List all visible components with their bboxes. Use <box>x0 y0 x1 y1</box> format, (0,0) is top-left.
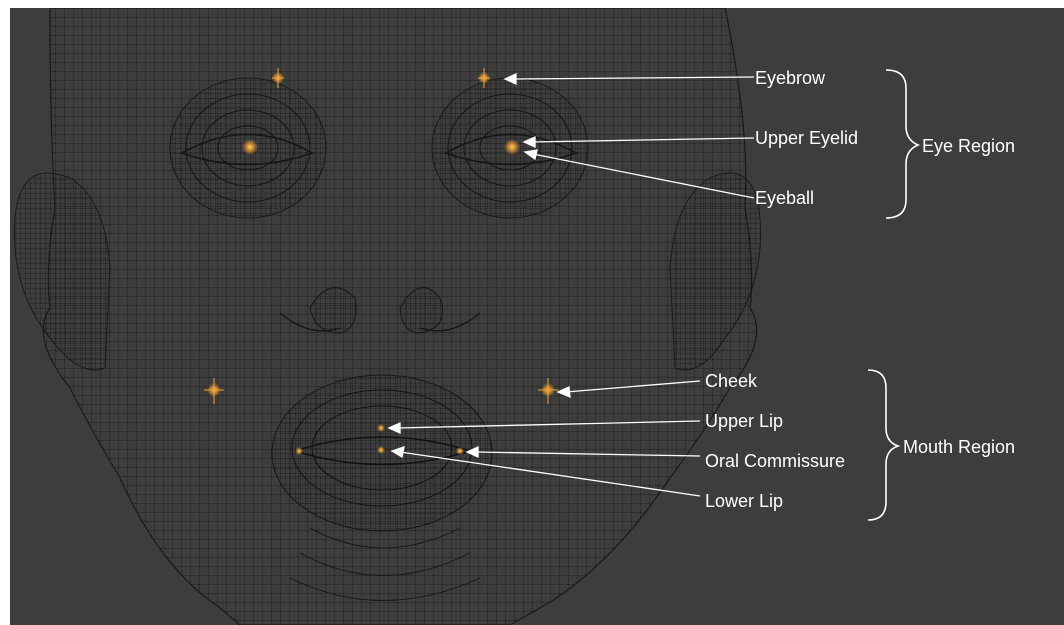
upper-lip-marker <box>377 424 385 432</box>
viewport: Eyebrow Upper Eyelid Eyeball Eye Region … <box>10 8 1064 625</box>
lower-lip-label: Lower Lip <box>705 492 783 510</box>
eyebrow-label: Eyebrow <box>755 69 825 87</box>
head-outline <box>43 8 756 625</box>
eyelid-marker-left <box>242 139 258 155</box>
oral-commissure-label: Oral Commissure <box>705 452 845 470</box>
cheek-label: Cheek <box>705 372 757 390</box>
eye-region-label: Eye Region <box>922 137 1015 155</box>
upper-lip-label: Upper Lip <box>705 412 783 430</box>
commissure-marker-right <box>456 447 464 455</box>
face-mesh <box>14 8 760 625</box>
upper-eyelid-label: Upper Eyelid <box>755 129 858 147</box>
face-wireframe-scene <box>10 8 1064 625</box>
eye-region-brace <box>886 70 918 218</box>
commissure-marker-left <box>295 447 303 455</box>
mouth-region-brace <box>868 370 898 520</box>
eyelid-marker-right <box>504 139 520 155</box>
eyeball-label: Eyeball <box>755 189 814 207</box>
lower-lip-marker <box>377 446 385 454</box>
mouth-region-label: Mouth Region <box>903 438 1015 456</box>
